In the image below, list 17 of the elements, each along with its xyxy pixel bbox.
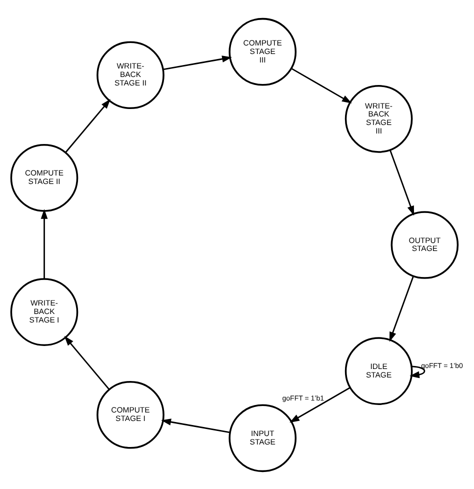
arrow — [389, 149, 414, 216]
arrow — [389, 275, 414, 342]
node-circle: COMPUTE STAGE I — [96, 380, 164, 448]
node-circle: COMPUTE STAGE III — [228, 17, 297, 86]
arrow — [290, 67, 352, 103]
arrow — [40, 208, 48, 278]
arrow — [163, 55, 232, 70]
arrow — [64, 335, 110, 390]
node-circle: INPUT STAGE — [228, 404, 297, 472]
arrow — [410, 365, 426, 378]
node-circle: COMPUTE STAGE II — [10, 144, 78, 212]
node-circle: IDLE STAGE — [344, 336, 413, 404]
node-circle: OUTPUT STAGE — [390, 210, 459, 278]
node-circle: WRITE- BACK STAGE III — [344, 84, 413, 152]
arrow — [65, 98, 110, 152]
arrow — [161, 418, 230, 433]
arrow — [290, 386, 350, 422]
